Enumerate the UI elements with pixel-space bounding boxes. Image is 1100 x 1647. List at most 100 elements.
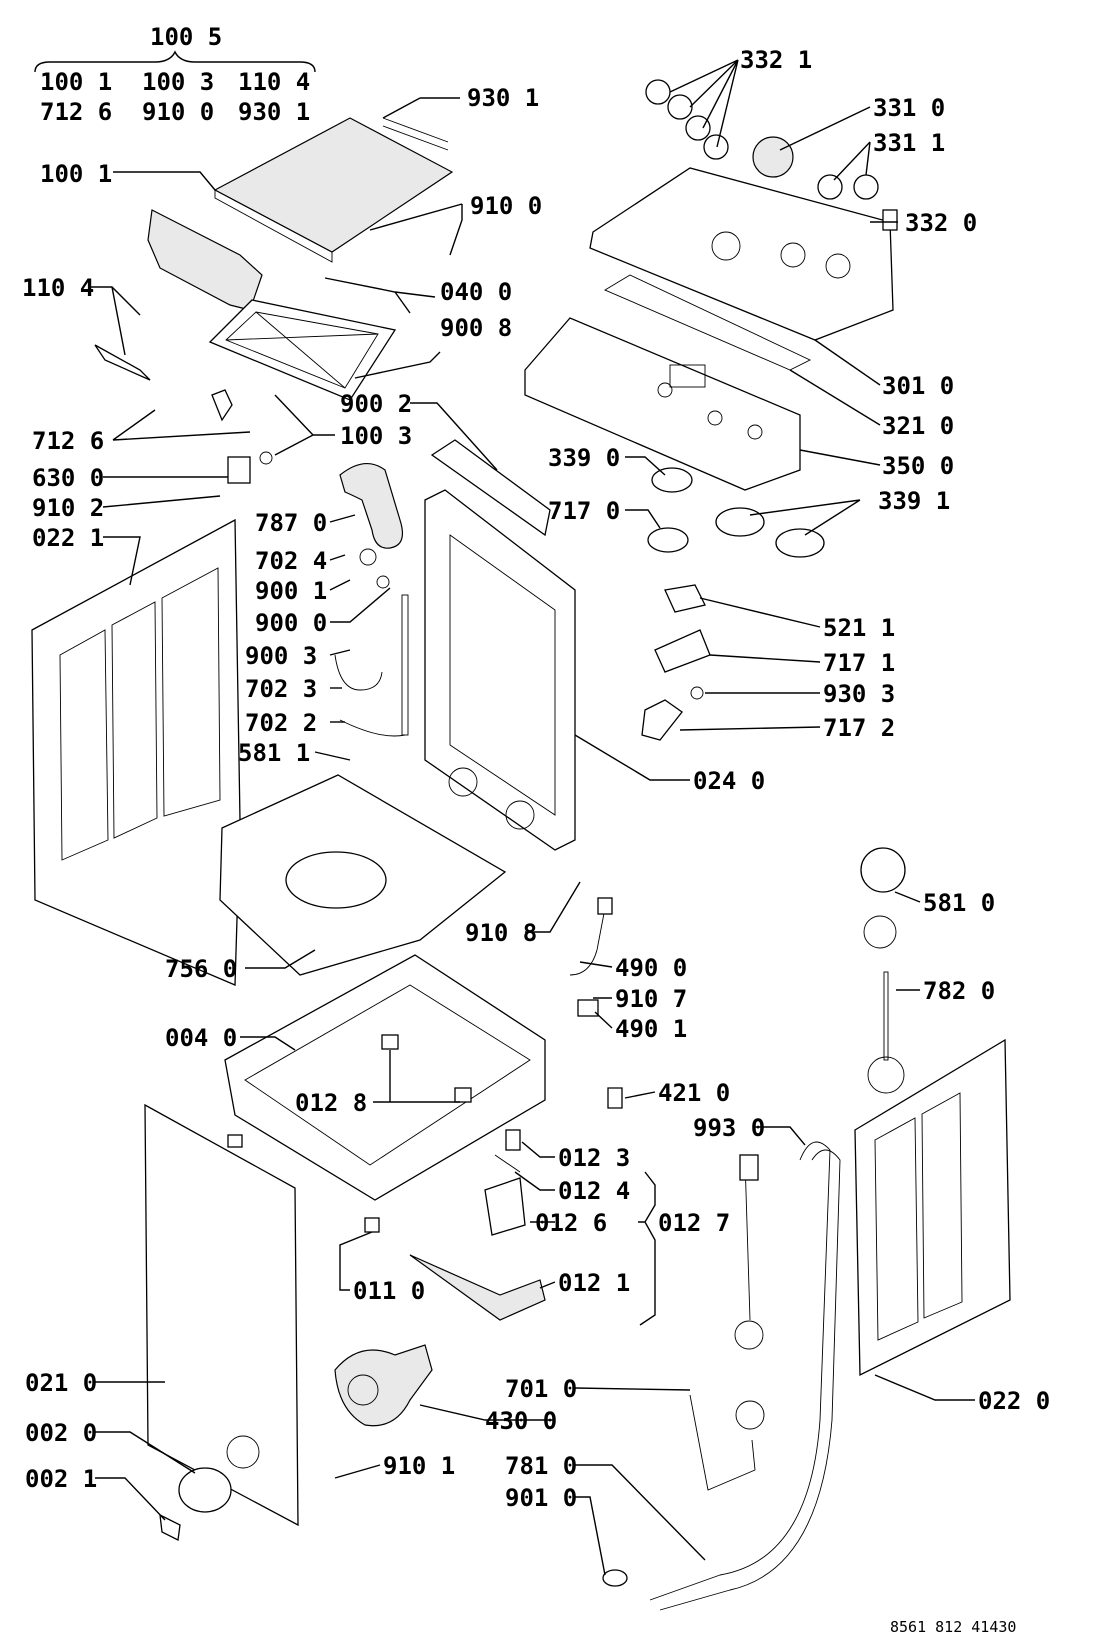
label-910-7: 910 7 — [615, 985, 687, 1013]
label-930-3: 930 3 — [823, 680, 895, 708]
label-012-7: 012 7 — [658, 1209, 730, 1237]
label-100-1-top: 100 1 — [40, 68, 112, 96]
label-702-3: 702 3 — [245, 675, 317, 703]
knob-small-part — [645, 79, 671, 105]
label-930-1: 930 1 — [467, 84, 539, 112]
label-712-6-top: 712 6 — [40, 98, 112, 126]
motor-arm-part — [409, 1254, 546, 1321]
strip-part — [382, 117, 449, 151]
label-024-0: 024 0 — [693, 767, 765, 795]
disc-339-0-part — [651, 467, 693, 493]
right-side-panel-part — [854, 1038, 1011, 1377]
callout-labels: 100 5 100 1 100 3 110 4 712 6 910 0 930 … — [22, 23, 1050, 1636]
left-side-panel-part — [31, 518, 241, 986]
label-012-4: 012 4 — [558, 1177, 630, 1205]
label-900-0: 900 0 — [255, 609, 327, 637]
motor-bracket-part — [484, 1177, 526, 1236]
label-781-0: 781 0 — [505, 1452, 577, 1480]
control-panel-cover-part — [589, 167, 894, 341]
label-011-0: 011 0 — [353, 1277, 425, 1305]
label-100-3: 100 3 — [340, 422, 412, 450]
label-490-0: 490 0 — [615, 954, 687, 982]
label-787-0: 787 0 — [255, 509, 327, 537]
label-350-0: 350 0 — [882, 452, 954, 480]
label-581-0: 581 0 — [923, 889, 995, 917]
label-702-4: 702 4 — [255, 547, 327, 575]
label-100-3-top: 100 3 — [142, 68, 214, 96]
label-782-0: 782 0 — [923, 977, 995, 1005]
front-panel-part — [144, 1103, 299, 1527]
label-022-0: 022 0 — [978, 1387, 1050, 1415]
power-cable-part — [569, 907, 606, 976]
leader-lines — [34, 50, 975, 1576]
knob-pin-part — [882, 209, 898, 231]
drain-pump-part — [334, 1344, 433, 1427]
part-drawings — [31, 79, 1011, 1611]
spring-part — [259, 451, 273, 465]
label-012-1: 012 1 — [558, 1269, 630, 1297]
hose-701-part — [689, 1394, 756, 1491]
label-521-1: 521 1 — [823, 614, 895, 642]
nozzle-717-2-part — [641, 699, 683, 741]
top-frame-part — [208, 299, 397, 401]
cap-901-part — [602, 1569, 628, 1587]
rod-782-part — [883, 971, 889, 1061]
label-339-0: 339 0 — [548, 444, 620, 472]
label-100-1: 100 1 — [40, 160, 112, 188]
knob-medium-part — [817, 174, 843, 200]
label-100-5: 100 5 — [150, 23, 222, 51]
chassis-frame-part — [224, 954, 546, 1201]
ring-930-3-part — [690, 686, 704, 700]
rail-part — [430, 439, 551, 537]
sub-panel-part — [604, 274, 812, 371]
label-910-1: 910 1 — [383, 1452, 455, 1480]
label-630-0: 630 0 — [32, 464, 104, 492]
trim-insert-part — [94, 344, 151, 381]
label-993-0: 993 0 — [693, 1114, 765, 1142]
label-421-0: 421 0 — [658, 1079, 730, 1107]
label-339-1: 339 1 — [878, 487, 950, 515]
cable-clip-part — [577, 999, 599, 1017]
label-332-0: 332 0 — [905, 209, 977, 237]
label-910-2: 910 2 — [32, 494, 104, 522]
label-581-1: 581 1 — [238, 739, 310, 767]
label-900-2: 900 2 — [340, 390, 412, 418]
label-012-3: 012 3 — [558, 1144, 630, 1172]
label-910-0-top: 910 0 — [142, 98, 214, 126]
disc-339-1b-part — [775, 528, 825, 558]
inlet-hose-part — [744, 1159, 751, 1321]
label-331-1: 331 1 — [873, 129, 945, 157]
label-110-4-top: 110 4 — [238, 68, 310, 96]
back-panel-part — [424, 489, 576, 851]
label-717-1: 717 1 — [823, 649, 895, 677]
door-clip-part — [159, 1513, 181, 1541]
label-900-3: 900 3 — [245, 642, 317, 670]
drain-hose-part — [649, 1141, 831, 1601]
label-717-0: 717 0 — [548, 497, 620, 525]
label-012-8: 012 8 — [295, 1089, 367, 1117]
disc-339-1a-part — [715, 507, 765, 537]
label-701-0: 701 0 — [505, 1375, 577, 1403]
electronic-board-part — [524, 317, 801, 491]
label-002-1: 002 1 — [25, 1465, 97, 1493]
label-301-0: 301 0 — [882, 372, 954, 400]
label-110-4: 110 4 — [22, 274, 94, 302]
label-900-8: 900 8 — [440, 314, 512, 342]
tub-opening-part — [285, 851, 387, 909]
sensor-581-0-part — [860, 847, 906, 893]
label-901-0: 901 0 — [505, 1484, 577, 1512]
hose-part — [334, 654, 406, 737]
label-021-0: 021 0 — [25, 1369, 97, 1397]
drawing-number: 8561 812 41430 — [890, 1618, 1016, 1636]
label-004-0: 004 0 — [165, 1024, 237, 1052]
label-332-1: 332 1 — [740, 46, 812, 74]
label-717-2: 717 2 — [823, 714, 895, 742]
capacitor-part — [607, 1087, 623, 1109]
label-756-0: 756 0 — [165, 955, 237, 983]
label-910-8: 910 8 — [465, 919, 537, 947]
tube-part — [401, 594, 409, 736]
module-717-1-part — [654, 629, 711, 673]
label-022-1: 022 1 — [32, 524, 104, 552]
label-321-0: 321 0 — [882, 412, 954, 440]
